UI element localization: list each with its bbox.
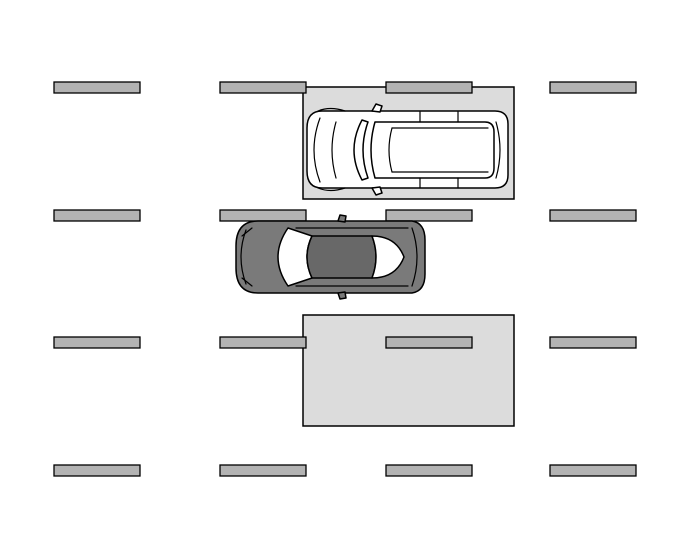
target-space-zone <box>302 314 515 427</box>
parking-stripe-r3-c2 <box>219 336 307 349</box>
parking-stripe-r1-c2 <box>219 81 307 94</box>
parking-stripe-r3-c3 <box>385 336 473 349</box>
parking-stripe-r2-c3 <box>385 209 473 222</box>
sedan-cabin <box>306 235 377 279</box>
parking-stripe-r1-c4 <box>549 81 637 94</box>
suv-roof-divider <box>388 127 393 173</box>
suv-windshield <box>353 119 369 181</box>
parking-stripe-r4-c1 <box>53 464 141 477</box>
sedan-mirror-top <box>337 214 347 223</box>
parking-stripe-r1-c1 <box>53 81 141 94</box>
suv-mirror-bottom <box>371 186 383 196</box>
suv-hood-crease <box>331 121 337 179</box>
sedan-headlight-bottom <box>241 277 253 287</box>
parking-stripe-r4-c4 <box>549 464 637 477</box>
parking-stripes-overlay <box>219 81 473 349</box>
suv-roof <box>370 121 495 179</box>
parking-stripe-r4-c2 <box>219 464 307 477</box>
parking-stripe-r2-c1 <box>53 209 141 222</box>
sedan-headlight-top <box>241 227 253 237</box>
suv-rear-window <box>495 121 501 179</box>
sedan-vehicle <box>235 214 426 300</box>
parking-stripes <box>53 81 637 477</box>
sedan-rear-window <box>371 235 405 279</box>
parking-stripe-r4-c3 <box>385 464 473 477</box>
sedan-mirror-bottom <box>337 291 347 300</box>
suv-mirror-top <box>371 103 383 113</box>
suv-vehicle <box>306 103 509 196</box>
suv-hood-line <box>313 117 321 183</box>
parking-stripe-r3-c1 <box>53 336 141 349</box>
parking-stripe-r3-c4 <box>549 336 637 349</box>
sedan-trunk-line <box>411 227 418 287</box>
suv-front-wheel-arch <box>317 107 346 192</box>
parking-stripe-r1-c3 <box>385 81 473 94</box>
parking-stripe-r2-c4 <box>549 209 637 222</box>
parking-stripe-r2-c2 <box>219 209 307 222</box>
